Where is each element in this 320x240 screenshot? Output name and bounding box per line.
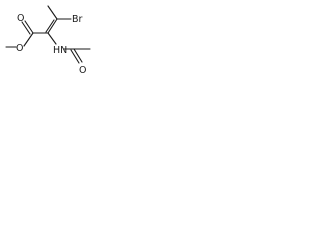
bond-amide-co-double-a — [73, 48, 83, 63]
atom-ester-carbonyl-oxygen: O — [17, 13, 24, 24]
atom-ether-oxygen: O — [16, 43, 23, 54]
bond-calpha-n — [47, 32, 57, 45]
structure-canvas: Br O O HN O — [0, 0, 98, 78]
bond-c-c-double-a — [47, 18, 58, 34]
atom-bromine: Br — [72, 14, 83, 25]
bond-ccarbonyl-o — [23, 32, 34, 47]
bond-methyl-to-cbr — [47, 5, 58, 20]
bond-amide-co-double-b — [70, 49, 80, 64]
atom-amide-oxygen: O — [79, 65, 86, 76]
bond-group — [5, 5, 91, 64]
chemical-structure-diagram: Br O O HN O — [5, 5, 91, 76]
bond-ester-co-double-a — [24, 20, 34, 34]
bond-ester-co-double-b — [21, 21, 31, 35]
atom-amide-nitrogen: HN — [53, 45, 67, 56]
bond-c-c-double-b — [45, 19, 55, 33]
